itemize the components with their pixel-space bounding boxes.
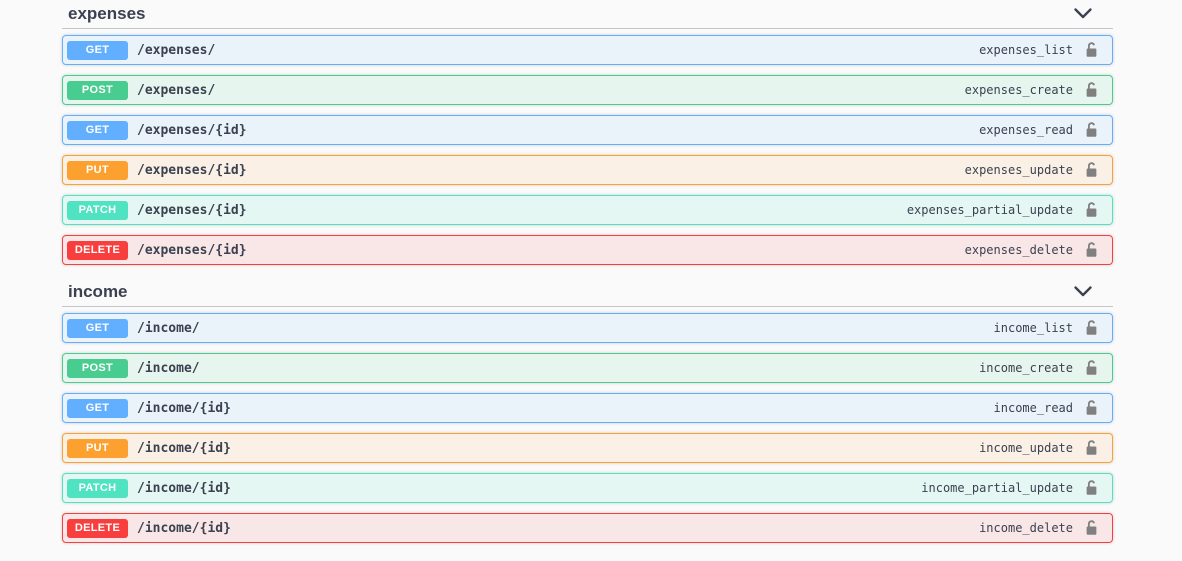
endpoint-path: /expenses/ <box>137 42 216 58</box>
authorize-button[interactable] <box>1084 399 1099 417</box>
endpoint-path: /income/{id} <box>137 440 231 456</box>
tag-section-header-expenses[interactable]: expenses <box>62 3 1113 29</box>
chevron-down-icon <box>1073 285 1093 298</box>
operation-id-label: income_update <box>979 441 1073 455</box>
unlock-icon <box>1084 201 1099 219</box>
authorize-button[interactable] <box>1084 41 1099 59</box>
endpoint-path: /income/{id} <box>137 480 231 496</box>
authorize-button[interactable] <box>1084 479 1099 497</box>
unlock-icon <box>1084 41 1099 59</box>
endpoint-path: /expenses/{id} <box>137 202 247 218</box>
tag-title: income <box>68 281 128 301</box>
operation-id-label: expenses_read <box>979 123 1073 137</box>
http-method-badge: GET <box>67 398 128 418</box>
endpoint-path: /income/ <box>137 320 200 336</box>
authorize-button[interactable] <box>1084 439 1099 457</box>
operation-id-label: income_create <box>979 361 1073 375</box>
http-method-badge: POST <box>67 80 128 100</box>
unlock-icon <box>1084 399 1099 417</box>
unlock-icon <box>1084 439 1099 457</box>
http-method-badge: DELETE <box>67 518 128 538</box>
api-tag-section: income GET /income/ income_list <box>62 281 1113 543</box>
tag-operations-list: GET /expenses/ expenses_list POST /expen… <box>62 35 1113 265</box>
endpoint-path: /income/ <box>137 360 200 376</box>
authorize-button[interactable] <box>1084 201 1099 219</box>
tag-title: expenses <box>68 3 146 23</box>
collapse-section-button[interactable] <box>1071 5 1095 22</box>
api-tag-section: expenses GET /expenses/ expenses_list <box>62 3 1113 265</box>
http-method-badge: GET <box>67 40 128 60</box>
chevron-down-icon <box>1073 7 1093 20</box>
operation-row-expenses_delete[interactable]: DELETE /expenses/{id} expenses_delete <box>62 235 1113 265</box>
operation-row-income_list[interactable]: GET /income/ income_list <box>62 313 1113 343</box>
tag-operations-list: GET /income/ income_list POST /income/ i… <box>62 313 1113 543</box>
http-method-badge: PATCH <box>67 478 128 498</box>
unlock-icon <box>1084 121 1099 139</box>
authorize-button[interactable] <box>1084 121 1099 139</box>
http-method-badge: PATCH <box>67 200 128 220</box>
authorize-button[interactable] <box>1084 319 1099 337</box>
http-method-badge: DELETE <box>67 240 128 260</box>
endpoint-path: /expenses/{id} <box>137 122 247 138</box>
unlock-icon <box>1084 319 1099 337</box>
http-method-badge: PUT <box>67 438 128 458</box>
operation-id-label: expenses_partial_update <box>906 203 1073 217</box>
operation-id-label: expenses_delete <box>964 243 1073 257</box>
operation-id-label: expenses_update <box>964 163 1073 177</box>
unlock-icon <box>1084 81 1099 99</box>
operation-id-label: expenses_create <box>964 83 1073 97</box>
operation-row-expenses_create[interactable]: POST /expenses/ expenses_create <box>62 75 1113 105</box>
collapse-section-button[interactable] <box>1071 283 1095 300</box>
operation-id-label: income_partial_update <box>921 481 1073 495</box>
http-method-badge: POST <box>67 358 128 378</box>
authorize-button[interactable] <box>1084 81 1099 99</box>
api-docs-container: expenses GET /expenses/ expenses_list <box>62 0 1113 543</box>
operation-id-label: income_read <box>993 401 1073 415</box>
endpoint-path: /expenses/ <box>137 82 216 98</box>
unlock-icon <box>1084 161 1099 179</box>
operation-row-expenses_update[interactable]: PUT /expenses/{id} expenses_update <box>62 155 1113 185</box>
unlock-icon <box>1084 479 1099 497</box>
endpoint-path: /expenses/{id} <box>137 162 247 178</box>
operation-row-income_delete[interactable]: DELETE /income/{id} income_delete <box>62 513 1113 543</box>
authorize-button[interactable] <box>1084 161 1099 179</box>
operation-row-income_read[interactable]: GET /income/{id} income_read <box>62 393 1113 423</box>
operation-row-income_create[interactable]: POST /income/ income_create <box>62 353 1113 383</box>
operation-row-expenses_read[interactable]: GET /expenses/{id} expenses_read <box>62 115 1113 145</box>
operation-row-income_update[interactable]: PUT /income/{id} income_update <box>62 433 1113 463</box>
http-method-badge: GET <box>67 318 128 338</box>
authorize-button[interactable] <box>1084 519 1099 537</box>
endpoint-path: /income/{id} <box>137 400 231 416</box>
http-method-badge: PUT <box>67 160 128 180</box>
unlock-icon <box>1084 519 1099 537</box>
operation-id-label: income_delete <box>979 521 1073 535</box>
operation-id-label: expenses_list <box>979 43 1073 57</box>
operation-row-expenses_partial_update[interactable]: PATCH /expenses/{id} expenses_partial_up… <box>62 195 1113 225</box>
authorize-button[interactable] <box>1084 241 1099 259</box>
tag-section-header-income[interactable]: income <box>62 281 1113 307</box>
unlock-icon <box>1084 241 1099 259</box>
operation-id-label: income_list <box>993 321 1073 335</box>
http-method-badge: GET <box>67 120 128 140</box>
endpoint-path: /income/{id} <box>137 520 231 536</box>
operation-row-income_partial_update[interactable]: PATCH /income/{id} income_partial_update <box>62 473 1113 503</box>
authorize-button[interactable] <box>1084 359 1099 377</box>
endpoint-path: /expenses/{id} <box>137 242 247 258</box>
unlock-icon <box>1084 359 1099 377</box>
operation-row-expenses_list[interactable]: GET /expenses/ expenses_list <box>62 35 1113 65</box>
